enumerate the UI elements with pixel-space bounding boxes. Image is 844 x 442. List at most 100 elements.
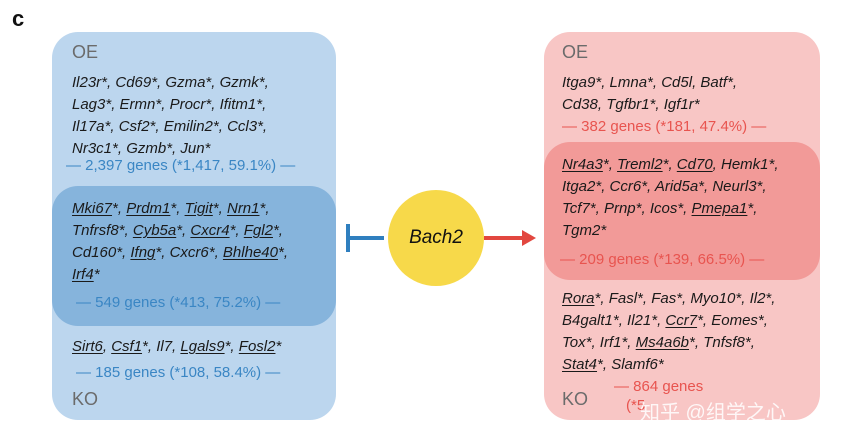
gene-text: *,	[212, 200, 227, 217]
gene-line: B4galt1*, Il21*, Ccr7*, Eomes*,	[562, 310, 775, 332]
gene-text: Procr*,	[169, 96, 220, 113]
gene-text: Tnfrsf8*,	[72, 222, 133, 239]
gene-text: *,	[277, 244, 288, 261]
gene-line: Cd38, Tgfbr1*, Igf1r*	[562, 94, 737, 116]
gene-text: *,	[112, 200, 127, 217]
gene-line: Il23r*, Cd69*, Gzma*, Gzmk*,	[72, 72, 269, 94]
underlined-gene: Cyb5a	[132, 222, 177, 239]
gene-text: *	[275, 338, 282, 355]
gene-text: Jun*	[180, 140, 211, 157]
gene-line: Itga9*, Lmna*, Cd5l, Batf*,	[562, 72, 737, 94]
gene-text: *,	[662, 156, 677, 173]
underlined-gene: Cxcr4	[190, 222, 230, 239]
right-overlap-gene-list: Nr4a3*, Treml2*, Cd70, Hemk1*,Itga2*, Cc…	[562, 154, 779, 242]
right-overlap-box	[544, 142, 820, 280]
underlined-gene: Fgl2	[243, 222, 273, 239]
gene-text: Lag3*,	[72, 96, 120, 113]
gene-text: *, Slamf6*	[597, 356, 664, 373]
gene-text: Ermn*,	[119, 96, 170, 113]
underlined-gene: Cd70	[676, 156, 713, 173]
inhibition-arrow	[346, 224, 384, 252]
gene-text: Ifitm1*,	[219, 96, 267, 113]
underlined-gene: Fosl2	[238, 338, 276, 355]
gene-text: *,	[229, 222, 244, 239]
gene-text: Cd160*,	[72, 244, 131, 261]
gene-text: Cd69*,	[115, 74, 166, 91]
underlined-gene: Tigit	[184, 200, 213, 217]
gene-text: *,	[747, 200, 758, 217]
gene-text: *, Il7,	[142, 338, 181, 355]
gene-line: Nr4a3*, Treml2*, Cd70, Hemk1*,	[562, 154, 779, 176]
underlined-gene: Sirt6	[72, 338, 103, 355]
underlined-gene: Mki67	[72, 200, 113, 217]
activation-arrow	[484, 230, 536, 246]
left-overlap-box	[52, 186, 336, 326]
gene-text: Gzma*,	[165, 74, 220, 91]
left-ko-gene-list: Sirt6, Csf1*, Il7, Lgals9*, Fosl2*	[72, 336, 281, 358]
left-oe-label: OE	[72, 42, 99, 62]
gene-text: Tcf7*, Prnp*, Icos*,	[562, 200, 692, 217]
gene-line: Cd160*, Ifng*, Cxcr6*, Bhlhe40*,	[72, 242, 288, 264]
gene-line: Tgm2*	[562, 220, 779, 242]
left-overlap-count: — 549 genes (*413, 75.2%) —	[76, 294, 281, 311]
gene-line: Tnfrsf8*, Cyb5a*, Cxcr4*, Fgl2*,	[72, 220, 288, 242]
gene-text: *, Eomes*,	[697, 312, 768, 329]
gene-text: Itga9*, Lmna*, Cd5l, Batf*,	[562, 74, 738, 91]
gene-text: *	[93, 266, 100, 283]
gene-text: *,	[602, 156, 618, 173]
gene-text: Emilin2*,	[163, 118, 228, 135]
right-ko-gene-list: Rora*, Fasl*, Fas*, Myo10*, Il2*,B4galt1…	[562, 288, 775, 376]
gene-text: Gzmk*,	[219, 74, 269, 91]
gene-line: Irf4*	[72, 264, 288, 286]
underlined-gene: Nrn1	[226, 200, 260, 217]
underlined-gene: Ms4a6b	[635, 334, 690, 351]
bach2-label: Bach2	[409, 227, 463, 248]
gene-text: Ccl3*,	[227, 118, 268, 135]
gene-text: Csf2*,	[118, 118, 164, 135]
left-ko-label: KO	[72, 389, 99, 409]
underlined-gene: Csf1	[111, 338, 143, 355]
gene-line: Sirt6, Csf1*, Il7, Lgals9*, Fosl2*	[72, 336, 281, 358]
gene-line: Tcf7*, Prnp*, Icos*, Pmepa1*,	[562, 198, 779, 220]
gene-text: B4galt1*, Il21*,	[562, 312, 666, 329]
gene-text: *,	[224, 338, 239, 355]
gene-text: , Hemk1*,	[712, 156, 779, 173]
gene-text: Tox*, Irf1*,	[562, 334, 636, 351]
underlined-gene: Ccr7	[665, 312, 698, 329]
underlined-gene: Irf4	[72, 266, 94, 283]
gene-text: Il17a*,	[72, 118, 119, 135]
gene-text: *, Tnfsf8*,	[689, 334, 755, 351]
bach2-node: Bach2	[388, 190, 484, 286]
gene-line: Itga2*, Ccr6*, Arid5a*, Neurl3*,	[562, 176, 779, 198]
underlined-gene: Stat4	[562, 356, 598, 373]
gene-line: Tox*, Irf1*, Ms4a6b*, Tnfsf8*,	[562, 332, 775, 354]
left-overlap-gene-list: Mki67*, Prdm1*, Tigit*, Nrn1*,Tnfrsf8*, …	[72, 198, 288, 286]
gene-line: Il17a*, Csf2*, Emilin2*, Ccl3*,	[72, 116, 269, 138]
underlined-gene: Pmepa1	[691, 200, 748, 217]
right-oe-gene-list: Itga9*, Lmna*, Cd5l, Batf*, Cd38, Tgfbr1*…	[562, 72, 737, 116]
left-oe-gene-list: Il23r*, Cd69*, Gzma*, Gzmk*,Lag3*, Ermn*…	[72, 72, 269, 160]
underlined-gene: Bhlhe40	[222, 244, 278, 261]
gene-line: Rora*, Fasl*, Fas*, Myo10*, Il2*,	[562, 288, 775, 310]
gene-text: *, Cxcr6*,	[155, 244, 223, 261]
gene-text: *,	[176, 222, 191, 239]
gene-text: Il23r*,	[72, 74, 116, 91]
gene-text: *,	[259, 200, 270, 217]
underlined-gene: Treml2	[617, 156, 663, 173]
gene-text: Itga2*, Ccr6*, Arid5a*, Neurl3*,	[562, 178, 767, 195]
left-ko-count: — 185 genes (*108, 58.4%) —	[76, 364, 281, 381]
gene-text: *,	[170, 200, 185, 217]
panel-label: c	[12, 6, 25, 31]
gene-text: Gzmb*,	[126, 140, 181, 157]
right-ko-count: — 864 genes	[614, 378, 704, 395]
underlined-gene: Nr4a3	[562, 156, 603, 173]
gene-text: ,	[102, 338, 112, 355]
left-oe-count: — 2,397 genes (*1,417, 59.1%) —	[66, 157, 296, 174]
gene-text: *, Fasl*, Fas*, Myo10*, Il2*,	[594, 290, 776, 307]
right-overlap-count: — 209 genes (*139, 66.5%) —	[560, 251, 765, 268]
regulation-arrows	[346, 224, 536, 252]
underlined-gene: Lgals9	[180, 338, 225, 355]
gene-line: Lag3*, Ermn*, Procr*, Ifitm1*,	[72, 94, 269, 116]
underlined-gene: Ifng	[130, 244, 156, 261]
gene-line: Nr3c1*, Gzmb*, Jun*	[72, 138, 269, 160]
